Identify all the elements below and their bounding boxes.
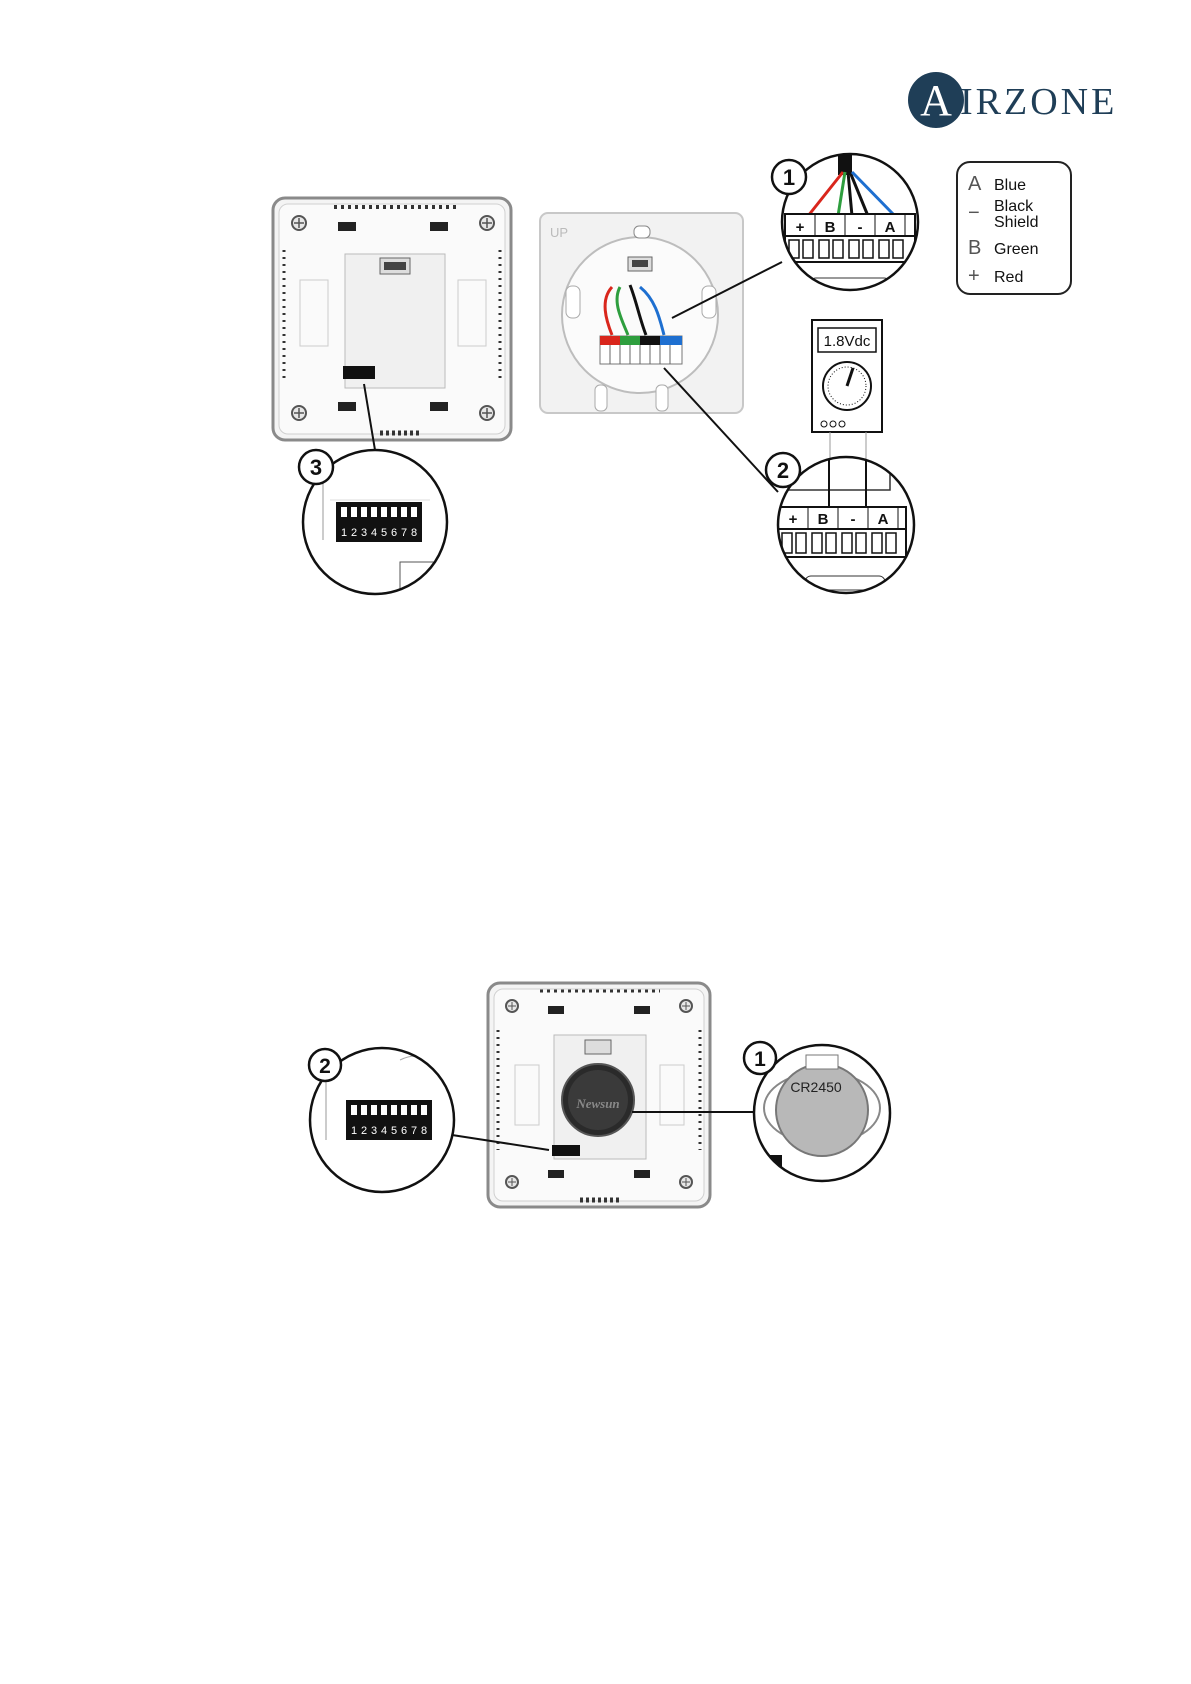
screw-icon <box>292 216 306 230</box>
dip-number-4: 4 <box>371 527 377 539</box>
screw-icon <box>506 1176 518 1188</box>
dip-number-6: 6 <box>401 1125 407 1137</box>
battery-brand: Newsun <box>575 1096 619 1111</box>
callout-2-top: 2 <box>766 453 800 487</box>
screw-icon <box>480 406 494 420</box>
dip-number-7: 7 <box>411 1125 417 1137</box>
dip-switch-block <box>552 1145 580 1156</box>
dip-number-2: 2 <box>361 1125 367 1137</box>
callout-1-bottom: 1 <box>744 1042 776 1074</box>
meter-reading: 1.8Vdc <box>824 333 871 350</box>
dip-switch-block <box>343 366 375 379</box>
svg-text:2: 2 <box>319 1055 331 1078</box>
callout-1-top: 1 <box>772 160 806 194</box>
thermostat-back-with-battery: Newsun <box>488 983 710 1207</box>
screw-icon <box>680 1000 692 1012</box>
terminal-label-plus: + <box>789 511 798 528</box>
coin-battery-icon: Newsun <box>562 1064 634 1136</box>
screw-icon <box>506 1000 518 1012</box>
dip-number-5: 5 <box>381 527 387 539</box>
up-mark: UP <box>550 225 568 240</box>
screw-icon <box>480 216 494 230</box>
terminal-label-minus: - <box>858 219 863 236</box>
multimeter-icon: 1.8Vdc <box>812 320 882 470</box>
terminal-label-b: B <box>818 511 829 528</box>
screw-icon <box>680 1176 692 1188</box>
dip-number-6: 6 <box>391 527 397 539</box>
dip-number-8: 8 <box>411 527 417 539</box>
battery-type-label: CR2450 <box>790 1079 842 1095</box>
dip-number-1: 1 <box>351 1125 357 1137</box>
dip-number-8: 8 <box>421 1125 427 1137</box>
screw-icon <box>292 406 306 420</box>
callout-2-bottom: 2 <box>309 1049 341 1081</box>
dip-number-5: 5 <box>391 1125 397 1137</box>
wall-mount-plate: UP <box>540 213 743 413</box>
svg-text:2: 2 <box>777 458 789 483</box>
dip-number-3: 3 <box>361 527 367 539</box>
dip-number-1: 1 <box>341 527 347 539</box>
svg-text:1: 1 <box>754 1048 766 1071</box>
svg-text:1: 1 <box>783 165 795 190</box>
terminal-label-b: B <box>825 219 836 236</box>
terminal-label-minus: - <box>851 511 856 528</box>
dip-number-4: 4 <box>381 1125 387 1137</box>
terminal-label-a: A <box>885 219 896 236</box>
callout-3-top: 3 <box>299 450 333 484</box>
thermostat-back-panel <box>273 198 511 440</box>
dip-number-7: 7 <box>401 527 407 539</box>
dip-number-2: 2 <box>351 527 357 539</box>
dip-number-3: 3 <box>371 1125 377 1137</box>
svg-text:3: 3 <box>310 455 322 480</box>
terminal-label-plus: + <box>796 219 805 236</box>
terminal-label-a: A <box>878 511 889 528</box>
